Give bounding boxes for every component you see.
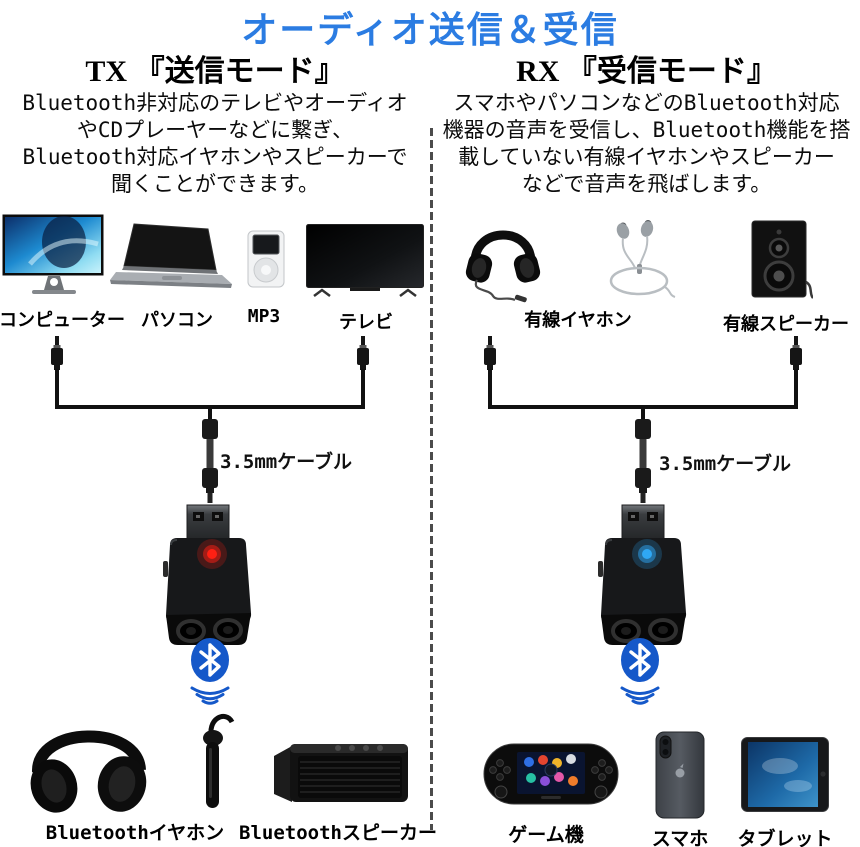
column-divider	[430, 128, 433, 830]
label-game-console: ゲーム機	[508, 824, 584, 846]
label-pc: パソコン	[141, 310, 213, 331]
label-computer: コンピューター	[0, 310, 125, 331]
wired-earbuds-image	[609, 220, 676, 298]
computer-monitor-image	[2, 214, 104, 294]
page-title: オーディオ送信＆受信	[241, 9, 619, 50]
bluetooth-headphones-image	[30, 730, 147, 813]
tx-heading: TX 『送信モード』	[85, 55, 345, 88]
label-bluetooth-speaker: Bluetoothスピーカー	[239, 822, 437, 844]
game-console-image	[483, 743, 619, 805]
rx-description: スマホやパソコンなどのBluetooth対応 機器の音声を受信し、Bluetoo…	[442, 91, 851, 196]
tx-cable-label: 3.5mmケーブル	[220, 451, 353, 473]
laptop-image	[110, 223, 232, 288]
aux-cable-diagram	[484, 336, 802, 503]
tx-red-led	[207, 549, 217, 559]
smartphone-image	[655, 731, 705, 819]
wired-speaker-image	[751, 220, 813, 299]
label-bluetooth-earphone: Bluetoothイヤホン	[45, 822, 225, 844]
aux-cable-diagram	[51, 336, 369, 503]
label-wired-earphone: 有線イヤホン	[524, 310, 632, 331]
usb-dongle-rx	[598, 504, 687, 645]
rx-cable-label: 3.5mmケーブル	[659, 453, 792, 475]
wired-headphones-image	[465, 230, 541, 303]
tx-column: TX 『送信モード』 Bluetooth非対応のテレビやオーディオ やCDプレー…	[0, 55, 437, 844]
usb-dongle-tx	[163, 504, 252, 645]
tx-description: Bluetooth非対応のテレビやオーディオ やCDプレーヤーなどに繋ぎ、 Bl…	[22, 91, 408, 196]
rx-heading: RX 『受信モード』	[516, 55, 777, 88]
mp3-player-image	[247, 230, 285, 288]
tablet-image	[741, 737, 829, 812]
mono-headset-image	[203, 714, 235, 808]
label-tablet: タブレット	[737, 828, 833, 847]
label-smartphone: スマホ	[651, 828, 709, 847]
label-mp3: MP3	[247, 306, 281, 327]
rx-blue-led	[642, 549, 652, 559]
label-wired-speaker: 有線スピーカー	[723, 314, 849, 335]
rx-column: RX 『受信モード』 スマホやパソコンなどのBluetooth対応 機器の音声を…	[433, 0, 860, 847]
tv-image	[306, 224, 424, 297]
bluetooth-icon	[620, 638, 660, 705]
label-tv: テレビ	[339, 312, 393, 333]
bluetooth-icon	[190, 638, 230, 705]
bluetooth-speaker-image	[274, 744, 408, 802]
